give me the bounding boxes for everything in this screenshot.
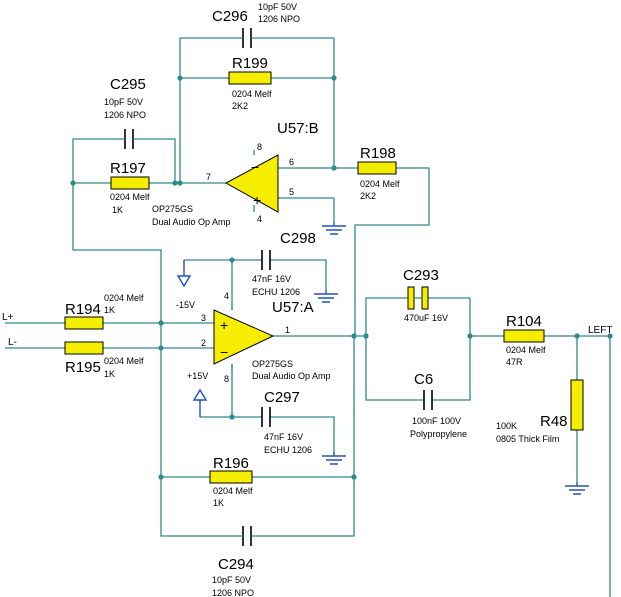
value-label: 47nF 16V: [252, 274, 291, 284]
svg-text:+: +: [253, 192, 261, 208]
capacitor-c293: C293 470uF 16V: [403, 267, 448, 323]
ref-label: R194: [65, 301, 101, 318]
ref-label: C6: [414, 371, 433, 388]
pkg-label: ECHU 1206: [264, 445, 312, 455]
value-label: 1K: [104, 305, 115, 315]
pin-label: 2: [201, 338, 206, 348]
svg-text:−: −: [220, 344, 228, 360]
pin-label: 8: [257, 142, 262, 152]
ref-label: R48: [540, 413, 568, 430]
pin-label: 4: [257, 214, 262, 224]
capacitor-c295: C295 10pF 50V 1206 NPO: [104, 76, 146, 149]
pin-label: 8: [224, 374, 229, 384]
ref-label: R197: [110, 160, 146, 177]
pin-label: 3: [201, 313, 206, 323]
resistor-r196: R196 0204 Melf 1K: [209, 455, 253, 508]
resistor-r48: R48 100K 0805 Thick Film: [496, 379, 584, 444]
capacitor-c296: C296 10pF 50V 1206 NPO: [212, 2, 300, 48]
pkg-label: 0204 Melf: [360, 179, 400, 189]
pin-label: 1: [285, 325, 290, 335]
svg-text:+: +: [220, 317, 228, 333]
ref-label: R195: [65, 359, 101, 376]
supply-pos-icon: [192, 388, 208, 417]
ground-symbols: [314, 222, 589, 495]
opamp-u57b: − + 8 4 6 5 7 U57:B OP275GS Dual Audio O…: [152, 120, 319, 227]
pkg-label: 0204 Melf: [104, 293, 144, 303]
supply-pos-label: +15V: [187, 371, 208, 381]
pkg-label: 1206 NPO: [104, 110, 146, 120]
ground-icon: [322, 452, 346, 465]
capacitor-c297: C297 47nF 16V ECHU 1206: [261, 389, 312, 455]
capacitor-c6: C6 100nF 100V Polypropylene: [410, 371, 467, 439]
net-label-in-minus: L-: [8, 337, 17, 348]
supply-neg-icon: [176, 260, 192, 288]
ref-label: C297: [264, 389, 300, 406]
value-label: 2K2: [360, 191, 376, 201]
opamp-desc: Dual Audio Op Amp: [252, 371, 331, 381]
pkg-label: 1206 NPO: [258, 14, 300, 24]
opamp-value: OP275GS: [152, 204, 193, 214]
ground-icon: [565, 482, 589, 495]
value-label: 1K: [104, 369, 115, 379]
pkg-label: 0204 Melf: [506, 345, 546, 355]
value-label: 2K2: [232, 101, 248, 111]
ref-label: C293: [403, 267, 439, 284]
opamp-value: OP275GS: [252, 359, 293, 369]
capacitor-c298: C298 47nF 16V ECHU 1206: [252, 230, 316, 297]
pin-label: 4: [224, 291, 229, 301]
opamp-u57a: + − 4 8 3 2 1 U57:A OP275GS Dual Audio O…: [201, 291, 331, 384]
resistor-r198: R198 0204 Melf 2K2: [357, 145, 400, 201]
opamp-desc: Dual Audio Op Amp: [152, 217, 231, 227]
value-label: 100nF 100V: [412, 416, 461, 426]
pkg-label: ECHU 1206: [252, 287, 300, 297]
ref-label: R199: [232, 55, 268, 72]
supply-neg-label: -15V: [176, 300, 195, 310]
pkg-label: 0204 Melf: [213, 486, 253, 496]
value-label: 10pF 50V: [258, 2, 297, 12]
pkg-label: 0805 Thick Film: [496, 434, 559, 444]
capacitor-c294: C294 10pF 50V 1206 NPO: [212, 526, 258, 597]
ref-label: C295: [110, 76, 146, 93]
svg-text:−: −: [251, 159, 259, 175]
ref-label: R198: [360, 145, 396, 162]
ref-label: R104: [506, 313, 542, 330]
value-label: 47nF 16V: [264, 432, 303, 442]
ground-icon: [314, 290, 338, 303]
pkg-label: 0204 Melf: [232, 89, 272, 99]
pkg-label: 1206 NPO: [212, 588, 254, 597]
resistor-r197: R197 0204 Melf 1K: [110, 160, 150, 215]
net-label-out: LEFT: [588, 325, 612, 336]
opamp-ref: U57:B: [277, 120, 319, 137]
pkg-label: 0204 Melf: [104, 356, 144, 366]
ref-label: C294: [218, 556, 254, 573]
pin-label: 7: [206, 172, 211, 182]
pkg-label: Polypropylene: [410, 429, 467, 439]
resistor-r199: R199 0204 Melf 2K2: [228, 55, 272, 111]
ref-label: C296: [212, 8, 248, 25]
opamp-ref: U57:A: [272, 299, 314, 316]
value-label: 1K: [213, 498, 224, 508]
resistor-r194: R194 0204 Melf 1K: [64, 293, 144, 330]
value-label: 10pF 50V: [212, 575, 251, 585]
ref-label: C298: [280, 230, 316, 247]
pkg-label: 0204 Melf: [110, 192, 150, 202]
value-label: 1K: [112, 205, 123, 215]
net-label-in-plus: L+: [2, 312, 14, 323]
value-label: 47R: [506, 357, 523, 367]
resistor-r104: R104 0204 Melf 47R: [503, 313, 546, 367]
ground-icon: [322, 222, 346, 235]
pin-label: 6: [289, 157, 294, 167]
value-label: 100K: [496, 421, 517, 431]
value-label: 10pF 50V: [104, 97, 143, 107]
value-label: 470uF 16V: [404, 313, 448, 323]
pin-label: 5: [289, 187, 294, 197]
junctions: [70, 75, 613, 480]
ref-label: R196: [213, 455, 249, 472]
resistor-r195: R195 0204 Melf 1K: [64, 341, 144, 379]
